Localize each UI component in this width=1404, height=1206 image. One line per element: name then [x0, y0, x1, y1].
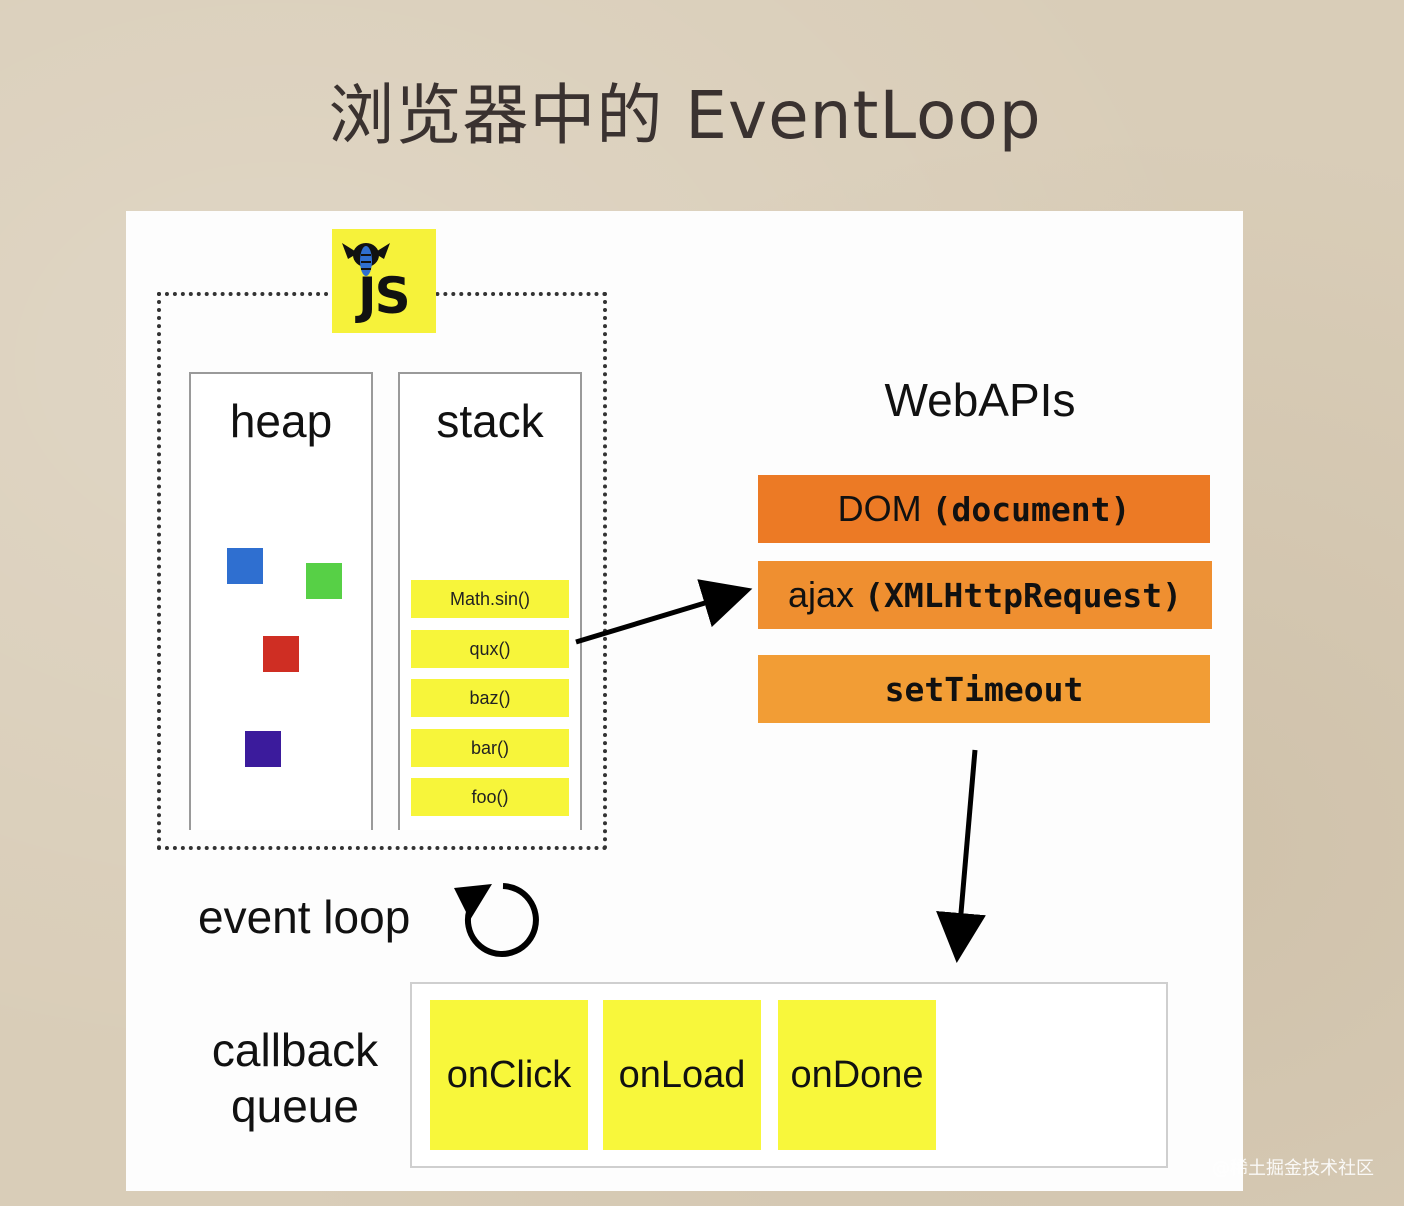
js-logo: JS	[332, 229, 436, 333]
webapi-dom: DOM (document)	[758, 475, 1210, 543]
queue-item: onDone	[778, 1000, 936, 1150]
queue-item: onClick	[430, 1000, 588, 1150]
bee-icon	[342, 243, 390, 276]
stack-frame: baz()	[411, 679, 569, 717]
event-loop-label: event loop	[198, 891, 411, 943]
stack-frame: Math.sin()	[411, 580, 569, 618]
stack-frame: bar()	[411, 729, 569, 767]
heap-title: heap	[229, 395, 333, 447]
queue-item: onLoad	[603, 1000, 761, 1150]
page-title: 浏览器中的 EventLoop	[328, 77, 1042, 154]
heap-object	[306, 563, 342, 599]
callback-queue-label: callback queue	[190, 1022, 400, 1134]
watermark: @稀土掘金技术社区	[1212, 1158, 1374, 1179]
heap-column: heap	[189, 372, 373, 830]
stack-frame: foo()	[411, 778, 569, 816]
callback-queue-label-line1: callback	[211, 1024, 379, 1076]
heap-object	[227, 548, 263, 584]
stack-frame: qux()	[411, 630, 569, 668]
callback-queue-label-line2: queue	[231, 1080, 359, 1132]
heap-object	[245, 731, 281, 767]
webapi-settimeout: setTimeout	[758, 655, 1210, 723]
webapis-title: WebAPIs	[884, 374, 1076, 426]
webapi-ajax: ajax (XMLHttpRequest)	[758, 561, 1212, 629]
webapi-dom-name: DOM	[837, 488, 922, 529]
js-logo-text: JS	[358, 267, 411, 325]
webapi-dom-arg: (document)	[931, 490, 1131, 529]
stack-title: stack	[436, 395, 544, 447]
webapi-ajax-arg: (XMLHttpRequest)	[864, 576, 1182, 615]
heap-object	[263, 636, 299, 672]
webapi-ajax-name: ajax	[788, 574, 855, 615]
webapi-settimeout-label: setTimeout	[884, 670, 1084, 709]
